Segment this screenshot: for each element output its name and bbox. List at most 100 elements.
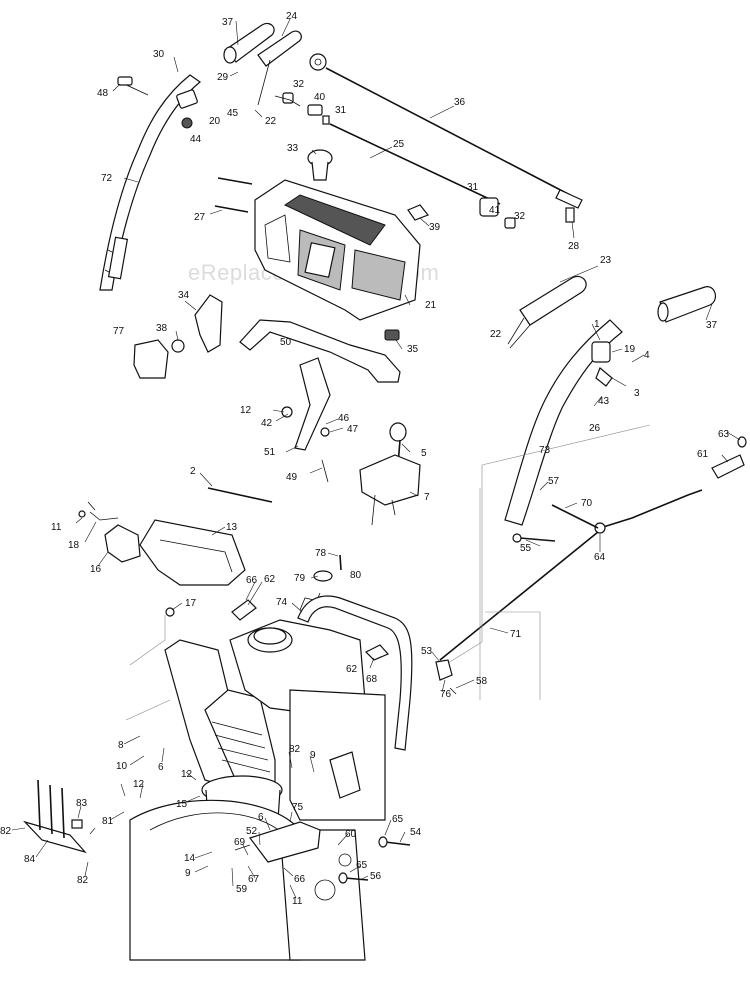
callout-59: 59: [236, 884, 248, 895]
lever-bracket-20: [117, 76, 198, 129]
callout-31-right: 31: [467, 182, 479, 193]
callout-63: 63: [718, 429, 730, 440]
callout-30: 30: [153, 49, 165, 60]
upper-left-handle: [99, 74, 201, 291]
callout-5: 5: [421, 448, 427, 459]
callout-6-lower: 6: [258, 812, 264, 823]
callout-22-right: 22: [490, 329, 502, 340]
callout-65-lower: 65: [356, 860, 368, 871]
clips-41-32-28: [407, 197, 575, 229]
callout-56: 56: [370, 871, 382, 882]
grip-37-upper: [223, 22, 275, 64]
callout-36: 36: [454, 97, 466, 108]
callout-39: 39: [429, 222, 441, 233]
callout-82-bottom: 82: [77, 875, 89, 886]
callout-12-upper: 12: [240, 405, 252, 416]
callout-54: 54: [410, 827, 422, 838]
callout-69: 69: [234, 837, 246, 848]
callout-32-right: 32: [514, 211, 526, 222]
callout-10: 10: [116, 761, 128, 772]
callout-25: 25: [393, 139, 405, 150]
callout-82-left: 82: [0, 826, 12, 837]
callout-80: 80: [350, 570, 362, 581]
chute-tilt-16-18: [78, 501, 141, 563]
callout-9-upper: 9: [310, 750, 316, 761]
callout-20: 20: [209, 116, 221, 127]
callout-40: 40: [314, 92, 326, 103]
callout-49: 49: [286, 472, 298, 483]
callout-26: 26: [589, 423, 601, 434]
stand-84: [23, 779, 87, 854]
callout-84: 84: [24, 854, 36, 865]
handle-frame-74: [297, 595, 413, 751]
callout-71: 71: [510, 629, 522, 640]
callout-14: 14: [184, 853, 196, 864]
callout-24: 24: [286, 11, 298, 22]
callout-13: 13: [226, 522, 238, 533]
grip-23: [507, 275, 587, 349]
callout-50: 50: [280, 337, 292, 348]
callout-18: 18: [68, 540, 80, 551]
callout-32-upper: 32: [293, 79, 305, 90]
right-handle-73: [504, 319, 623, 526]
callout-61: 61: [697, 449, 709, 460]
callout-53: 53: [421, 646, 433, 657]
callout-78: 78: [315, 548, 327, 559]
bolts-54-56: [338, 533, 556, 884]
knob-33: [307, 149, 333, 181]
reference-outline: [125, 424, 651, 721]
callout-2: 2: [190, 466, 196, 477]
callout-77: 77: [113, 326, 125, 337]
bracket-34: [194, 294, 223, 353]
callout-62-upper: 62: [264, 574, 276, 585]
grip-37-right: [657, 286, 717, 323]
callout-74: 74: [276, 597, 288, 608]
callout-62-lower: 62: [346, 664, 358, 675]
callout-33: 33: [287, 143, 299, 154]
callout-labels: 37 24 30 29 48 45 22 20 44 32 40 31 36 2…: [0, 11, 730, 907]
callout-8: 8: [118, 740, 124, 751]
rod-25: [329, 123, 501, 205]
callout-55: 55: [520, 543, 532, 554]
leader-lines: [11, 18, 741, 899]
callout-66-upper: 66: [246, 575, 258, 586]
callout-83: 83: [76, 798, 88, 809]
chute-deflector-13: [139, 519, 246, 586]
callout-46: 46: [338, 413, 350, 424]
callout-68: 68: [366, 674, 378, 685]
grip-24-upper: [257, 30, 302, 106]
callout-11-lower: 11: [292, 896, 303, 907]
small-parts-misc: [165, 554, 457, 695]
callout-81: 81: [102, 816, 114, 827]
shift-plate-51: [281, 357, 331, 483]
callout-57: 57: [548, 476, 560, 487]
callout-12-mid: 12: [181, 769, 193, 780]
clip-parts-32-40: [274, 92, 330, 125]
callout-3: 3: [634, 388, 640, 399]
callout-37-upper: 37: [222, 17, 234, 28]
bolts-27: [214, 177, 253, 213]
callout-47: 47: [347, 424, 359, 435]
callout-31-upper: 31: [335, 105, 347, 116]
rod-36: [309, 53, 583, 209]
callout-7: 7: [424, 492, 430, 503]
dash-panel-21: [254, 179, 421, 321]
callout-11-upper: 11: [51, 522, 62, 533]
callout-4: 4: [644, 350, 650, 361]
callout-82-mid: 82: [289, 744, 301, 755]
shift-bracket-50: [239, 319, 401, 383]
callout-66-lower: 66: [294, 874, 306, 885]
callout-29: 29: [217, 72, 229, 83]
callout-45: 45: [227, 108, 239, 119]
callout-79: 79: [294, 573, 306, 584]
shift-lever-5: [359, 422, 421, 526]
callout-16: 16: [90, 564, 102, 575]
callout-52: 52: [246, 826, 258, 837]
callout-34: 34: [178, 290, 190, 301]
callout-73: 73: [539, 445, 551, 456]
rod-2: [207, 487, 273, 503]
callout-23: 23: [600, 255, 612, 266]
callout-41: 41: [489, 205, 501, 216]
callout-15: 15: [176, 799, 188, 810]
